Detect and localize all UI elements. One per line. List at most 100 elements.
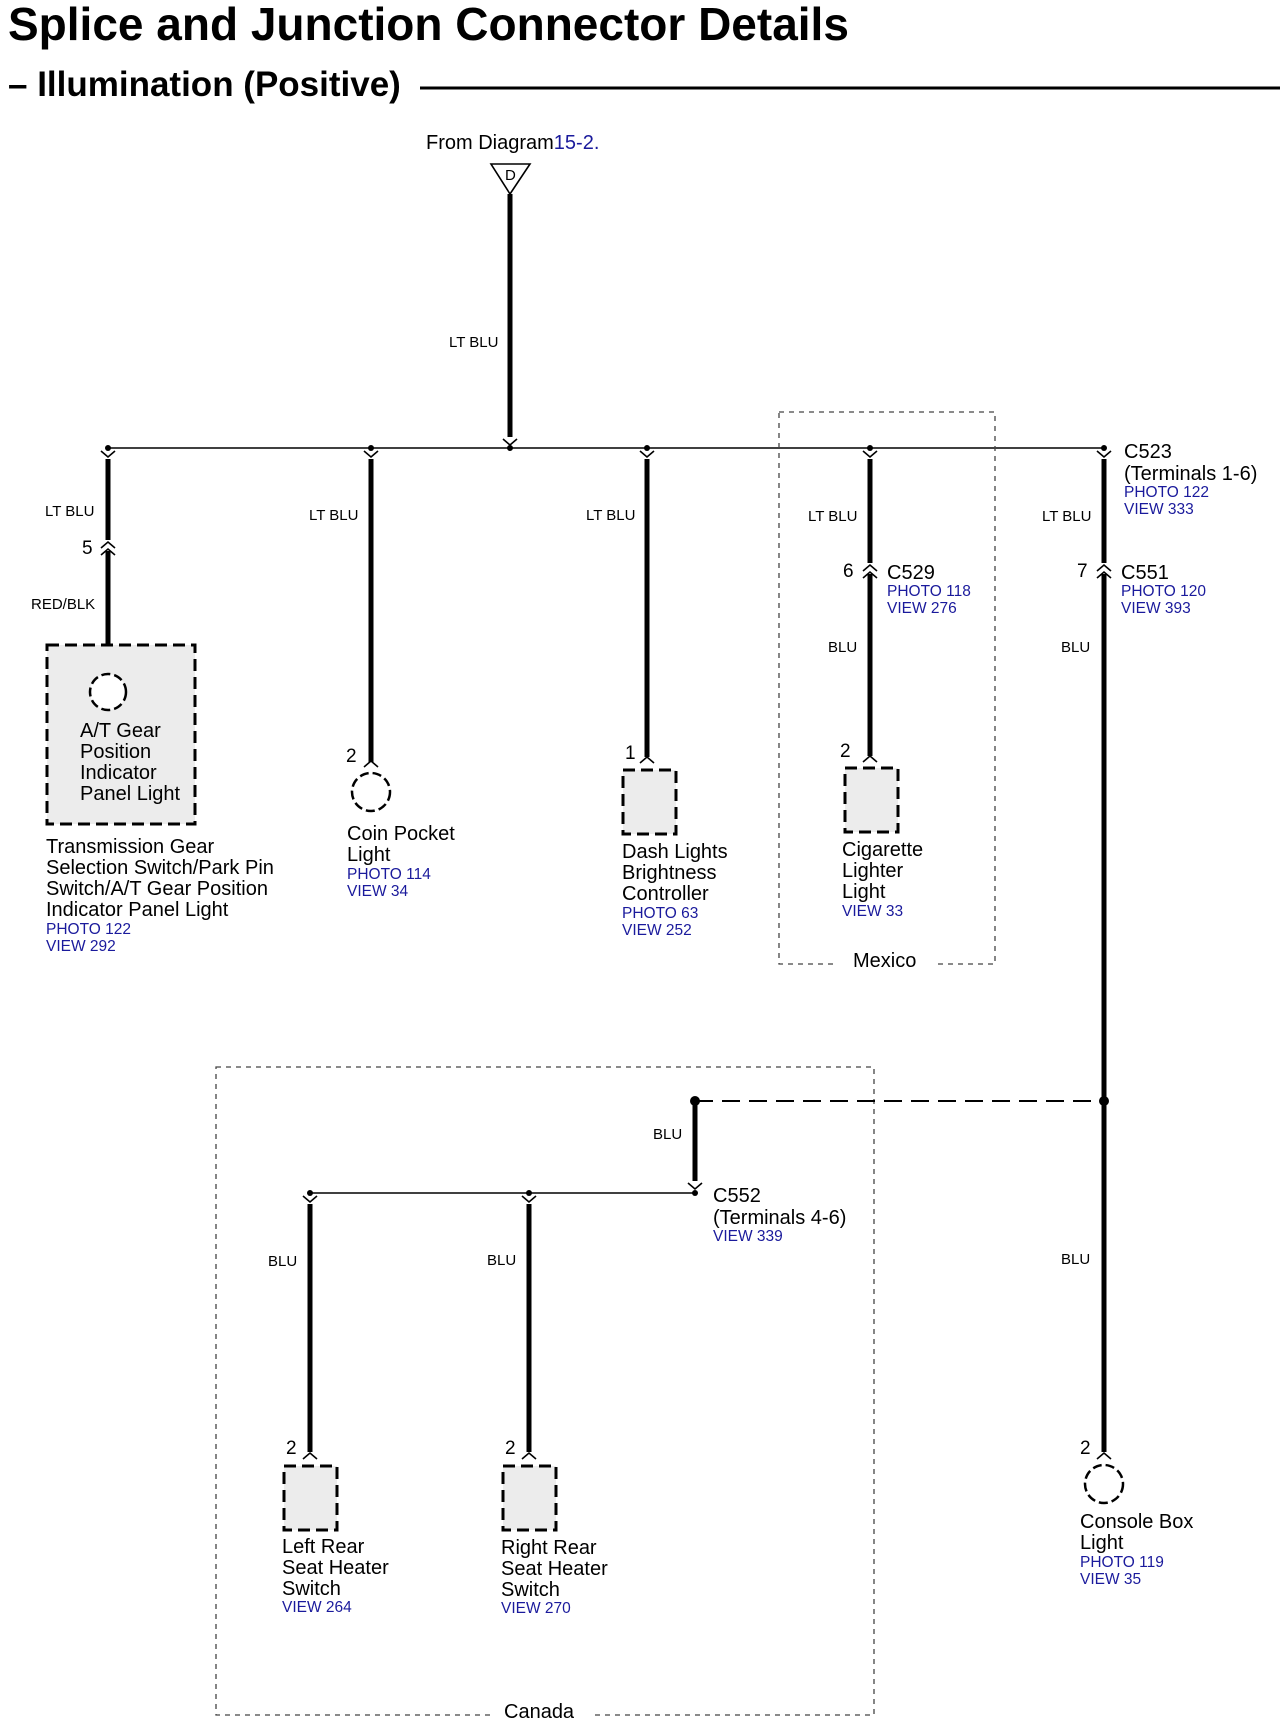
console-upper-wire-color: LT BLU: [1042, 508, 1091, 525]
cigarette-name-1: Cigarette: [842, 839, 923, 861]
at-gear-name-1: Transmission Gear: [46, 836, 215, 858]
left-rear-name-3: Switch: [282, 1578, 341, 1600]
at-gear-connector-chevron: [100, 540, 116, 556]
at-gear-name-4: Indicator Panel Light: [46, 899, 229, 921]
c523-view-link[interactable]: VIEW 333: [1124, 501, 1194, 518]
right-rear-name-3: Switch: [501, 1579, 560, 1601]
console-connector-chevron: [1096, 1451, 1112, 1460]
source-terminal-triangle: [489, 163, 532, 196]
at-gear-bulb-icon: [88, 672, 128, 712]
at-gear-name-3: Switch/A/T Gear Position: [46, 878, 268, 900]
source-terminal-letter: D: [505, 167, 516, 184]
bus-node-source: [507, 445, 513, 451]
dash-wire-color: LT BLU: [586, 507, 635, 524]
canada-bus-node-left: [307, 1190, 313, 1196]
bus-node-coin: [368, 445, 374, 451]
dash-connector-chevron: [639, 755, 655, 764]
right-rear-name-2: Seat Heater: [501, 1558, 608, 1580]
c551-connector-chevron: [1096, 563, 1112, 579]
canada-feed-wire-color: BLU: [653, 1126, 682, 1143]
at-gear-name-2: Selection Switch/Park Pin: [46, 857, 274, 879]
left-rear-component-box: [282, 1464, 339, 1532]
right-rear-view-link[interactable]: VIEW 270: [501, 1600, 571, 1617]
from-label: From Diagram: [426, 132, 554, 154]
coin-bulb-icon: [350, 771, 392, 813]
cigarette-view-link[interactable]: VIEW 33: [842, 903, 903, 920]
dash-name-3: Controller: [622, 883, 709, 905]
at-gear-lower-wire-color: RED/BLK: [31, 596, 95, 613]
bus-node-dash: [644, 445, 650, 451]
c529-view-link[interactable]: VIEW 276: [887, 600, 957, 617]
mexico-region-label: Mexico: [853, 950, 916, 972]
right-rear-component-box: [501, 1464, 558, 1532]
left-rear-name-1: Left Rear: [282, 1536, 365, 1558]
canada-region: [215, 1066, 875, 1716]
dash-view-link[interactable]: VIEW 252: [622, 922, 692, 939]
at-gear-view-link[interactable]: VIEW 292: [46, 938, 116, 955]
mexico-label-gap: [836, 952, 936, 970]
cigarette-name-2: Lighter: [842, 860, 903, 882]
cigarette-component-box: [843, 766, 900, 834]
coin-name-2: Light: [347, 844, 391, 866]
coin-name-1: Coin Pocket: [347, 823, 455, 845]
cigarette-lower-wire-color: BLU: [828, 639, 857, 656]
console-pin-number: 2: [1080, 1438, 1091, 1459]
c529-label: C529: [887, 562, 935, 584]
left-rear-connector-chevron: [302, 1451, 318, 1460]
diagram-link[interactable]: 15-2: [554, 132, 594, 154]
console-view-link[interactable]: VIEW 35: [1080, 1571, 1141, 1588]
right-rear-pin-number: 2: [505, 1438, 516, 1459]
cigarette-connector-chevron: [862, 754, 878, 763]
c551-view-link[interactable]: VIEW 393: [1121, 600, 1191, 617]
console-name-1: Console Box: [1080, 1511, 1193, 1533]
c551-photo-link[interactable]: PHOTO 120: [1121, 583, 1206, 600]
dash-component-box: [621, 768, 678, 836]
from-diagram-label: From Diagram15-2.: [426, 132, 599, 154]
canada-label-gap: [490, 1704, 590, 1724]
dash-pin-number: 1: [625, 743, 636, 764]
c523-label: C523: [1124, 441, 1172, 463]
console-name-2: Light: [1080, 1532, 1124, 1554]
c552-view-link[interactable]: VIEW 339: [713, 1228, 783, 1245]
bus-node-c523: [1101, 445, 1107, 451]
cigarette-top-chevron: [862, 450, 878, 459]
source-wire-color: LT BLU: [449, 334, 498, 351]
cigarette-upper-wire-color: LT BLU: [808, 508, 857, 525]
left-rear-pin-number: 2: [286, 1438, 297, 1459]
c529-photo-link[interactable]: PHOTO 118: [887, 583, 971, 600]
console-photo-link[interactable]: PHOTO 119: [1080, 1554, 1164, 1571]
at-gear-top-chevron: [100, 450, 116, 459]
coin-wire-color: LT BLU: [309, 507, 358, 524]
c523-photo-link[interactable]: PHOTO 122: [1124, 484, 1209, 501]
canada-bus-node-right: [526, 1190, 532, 1196]
right-rear-wire-color: BLU: [487, 1252, 516, 1269]
left-rear-view-link[interactable]: VIEW 264: [282, 1599, 352, 1616]
cigarette-name-3: Light: [842, 881, 886, 903]
console-middle-wire-color: BLU: [1061, 639, 1090, 656]
right-rear-connector-chevron: [521, 1451, 537, 1460]
page-title: Splice and Junction Connector Details: [8, 0, 849, 50]
coin-top-chevron: [363, 450, 379, 459]
right-rear-top-chevron: [521, 1195, 537, 1204]
coin-view-link[interactable]: VIEW 34: [347, 883, 409, 900]
console-lower-wire-color: BLU: [1061, 1251, 1090, 1268]
at-gear-component-box: [45, 643, 197, 826]
at-gear-photo-link[interactable]: PHOTO 122: [46, 921, 131, 938]
console-top-chevron: [1096, 450, 1112, 459]
c529-pin-number: 6: [843, 561, 854, 582]
coin-photo-link[interactable]: PHOTO 114: [347, 866, 431, 883]
left-rear-name-2: Seat Heater: [282, 1557, 389, 1579]
cigarette-pin-number: 2: [840, 741, 851, 762]
c529-connector-chevron: [862, 563, 878, 579]
left-rear-wire-color: BLU: [268, 1253, 297, 1270]
at-gear-inner-label-1: A/T Gear: [80, 720, 161, 742]
c551-label: C551: [1121, 562, 1169, 584]
canada-bus-node-feed: [692, 1190, 698, 1196]
source-connector-chevron: [502, 438, 518, 447]
dash-photo-link[interactable]: PHOTO 63: [622, 905, 698, 922]
dash-name-2: Brightness: [622, 862, 717, 884]
at-gear-inner-label-4: Panel Light: [80, 783, 181, 805]
bus-node-cigarette: [867, 445, 873, 451]
right-rear-name-1: Right Rear: [501, 1537, 597, 1559]
